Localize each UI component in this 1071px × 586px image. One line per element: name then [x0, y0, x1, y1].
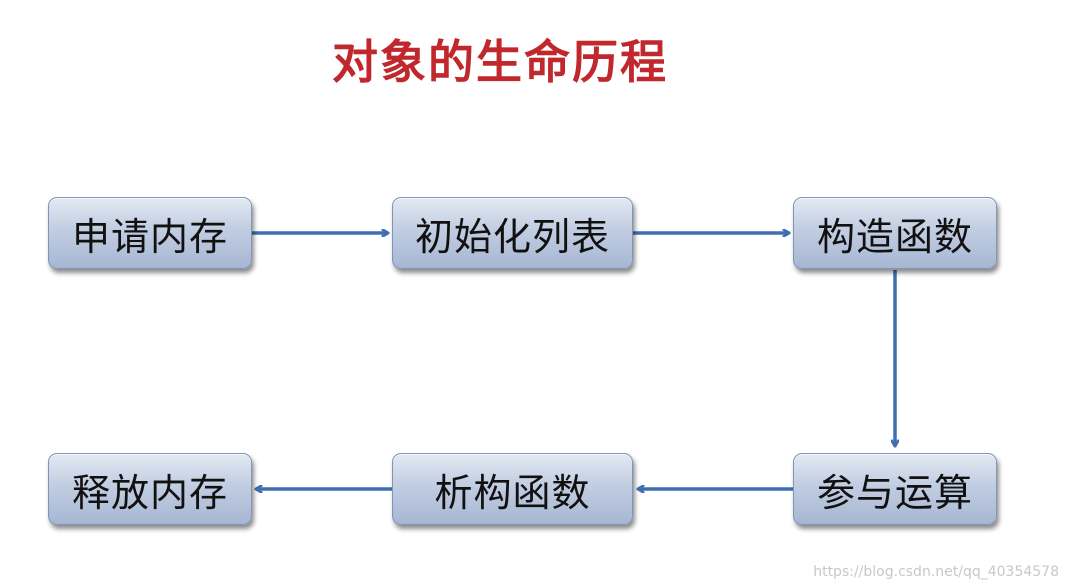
node-alloc-memory: 申请内存: [48, 197, 252, 269]
node-compute: 参与运算: [793, 453, 997, 525]
node-free-memory: 释放内存: [48, 453, 252, 525]
diagram-title: 对象的生命历程: [332, 35, 668, 89]
node-constructor: 构造函数: [793, 197, 997, 269]
node-destructor: 析构函数: [392, 453, 633, 525]
node-init-list: 初始化列表: [392, 197, 633, 269]
watermark: https://blog.csdn.net/qq_40354578: [813, 564, 1059, 580]
